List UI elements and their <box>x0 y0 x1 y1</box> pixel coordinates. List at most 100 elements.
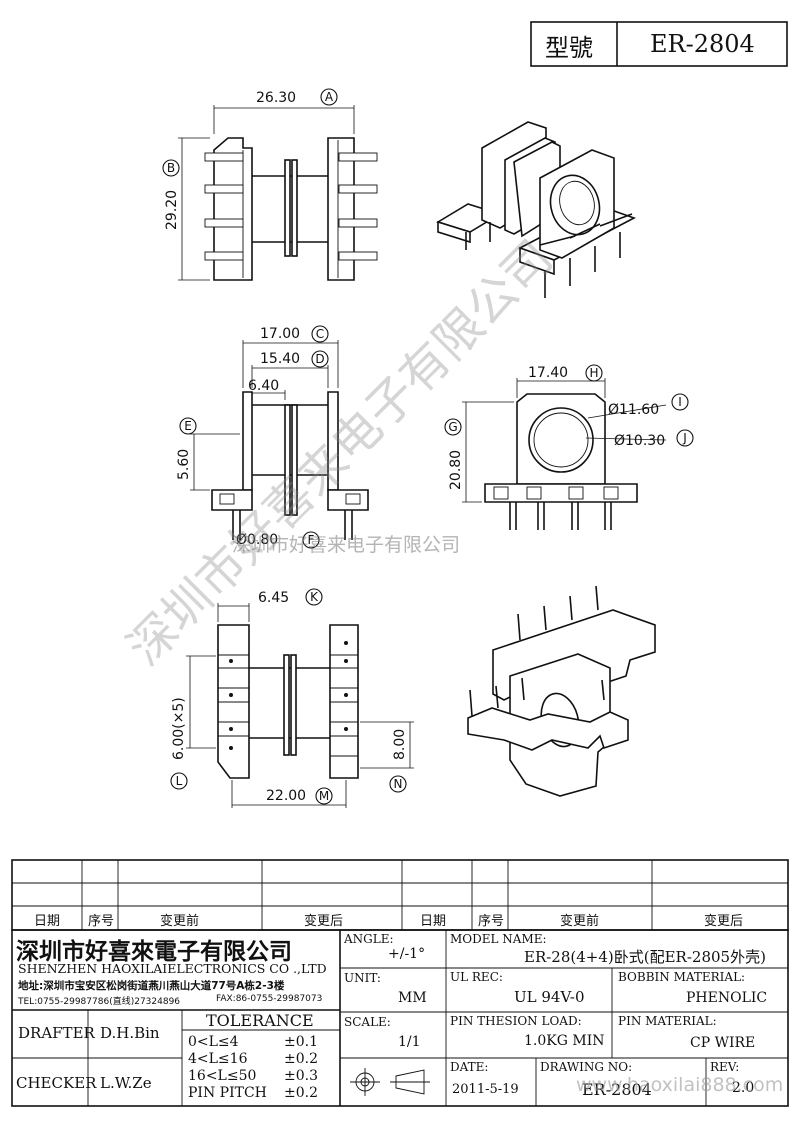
svg-text:G: G <box>448 420 457 434</box>
pin-load-label: PIN THESION LOAD: <box>450 1014 582 1028</box>
dimension-j: Ø10.30 <box>614 433 665 449</box>
angle-value: +/-1° <box>388 946 426 962</box>
pin-load-value: 1.0KG MIN <box>524 1033 605 1049</box>
marker-f: F <box>302 531 320 549</box>
front-view <box>190 340 369 540</box>
tolerance-range-4: PIN PITCH <box>188 1085 267 1101</box>
marker-n: N <box>389 775 407 793</box>
top-view <box>178 105 378 281</box>
dimension-f: Ø0.80 <box>236 532 278 548</box>
company-fax: FAX:86-0755-29987073 <box>216 994 323 1004</box>
dimension-m: 22.00 <box>266 788 306 804</box>
svg-text:I: I <box>678 395 682 409</box>
dimension-b: 29.20 <box>164 190 180 230</box>
rev-header-after-1: 变更后 <box>304 914 344 929</box>
checker-label: CHECKER <box>16 1074 97 1092</box>
marker-c: C <box>311 325 329 343</box>
marker-d: D <box>311 350 329 368</box>
scale-label: SCALE: <box>344 1015 391 1029</box>
dimension-inner: 6.40 <box>248 378 279 394</box>
svg-text:L: L <box>176 774 183 788</box>
bobbin-material-value: PHENOLIC <box>686 990 768 1006</box>
marker-m: M <box>315 787 333 805</box>
unit-label: UNIT: <box>344 971 381 985</box>
marker-g: G <box>444 418 462 436</box>
svg-text:E: E <box>184 419 192 433</box>
isometric-view-top <box>436 121 636 298</box>
checker-name: L.W.Ze <box>100 1074 152 1092</box>
svg-text:J: J <box>682 431 687 445</box>
tolerance-label: TOLERANCE <box>206 1011 314 1030</box>
bottom-view <box>186 603 414 808</box>
tolerance-value-3: ±0.3 <box>284 1068 318 1084</box>
watermark-small: 深圳市好喜来电子有限公司 <box>232 534 460 556</box>
date-value: 2011-5-19 <box>452 1082 519 1097</box>
marker-l: L <box>170 772 188 790</box>
drawing-no-label: DRAWING NO: <box>540 1060 633 1074</box>
company-tel: TEL:0755-29987786(直线)27324896 <box>18 997 181 1007</box>
model-value: ER-2804 <box>650 30 755 58</box>
dimension-k: 6.45 <box>258 590 289 606</box>
watermark-url: www.haoxilai888.com <box>576 1074 784 1096</box>
model-name-value: ER-28(4+4)卧式(配ER-2805外壳) <box>524 948 766 966</box>
tolerance-value-1: ±0.1 <box>284 1034 318 1050</box>
rev-header-before-2: 变更前 <box>560 914 600 929</box>
model-header-box <box>530 21 788 67</box>
ul-rec-label: UL REC: <box>450 970 503 984</box>
svg-text:B: B <box>167 161 175 175</box>
svg-text:H: H <box>589 366 598 380</box>
svg-text:D: D <box>315 352 324 366</box>
rev-label: REV: <box>710 1060 740 1074</box>
rev-value: 2.0 <box>732 1080 755 1096</box>
tolerance-value-4: ±0.2 <box>284 1085 318 1101</box>
dimension-d: 15.40 <box>260 351 300 367</box>
dimension-g: 20.80 <box>448 450 464 490</box>
projection-symbol <box>350 1068 430 1096</box>
company-address: 地址:深圳市宝安区松岗街道燕川燕山大道77号A栋2-3楼 <box>18 980 285 992</box>
ul-rec-value: UL 94V-0 <box>514 988 585 1006</box>
marker-e: E <box>179 417 197 435</box>
dimension-e: 5.60 <box>176 449 192 480</box>
title-block-frame <box>11 929 789 1107</box>
model-name-label: MODEL NAME: <box>450 932 547 946</box>
isometric-view-bottom <box>467 585 656 797</box>
svg-text:N: N <box>394 777 403 791</box>
marker-k: K <box>305 588 323 606</box>
date-label: DATE: <box>450 1060 489 1074</box>
dimension-l: 6.00(×5) <box>171 697 187 760</box>
drafter-label: DRAFTER <box>18 1024 95 1042</box>
drafter-name: D.H.Bin <box>100 1024 160 1042</box>
dimension-i: Ø11.60 <box>608 402 659 418</box>
marker-i: I <box>671 393 689 411</box>
tolerance-range-3: 16<L≤50 <box>188 1068 257 1084</box>
side-view <box>462 378 667 530</box>
rev-header-no-1: 序号 <box>88 914 115 929</box>
pin-material-value: CP WIRE <box>690 1035 756 1051</box>
marker-j: J <box>676 429 694 447</box>
rev-header-before-1: 变更前 <box>160 914 200 929</box>
svg-text:M: M <box>319 789 329 803</box>
marker-h: H <box>585 364 603 382</box>
rev-header-date-1: 日期 <box>34 914 61 929</box>
svg-text:A: A <box>325 90 334 104</box>
tolerance-range-2: 4<L≤16 <box>188 1051 248 1067</box>
angle-label: ANGLE: <box>344 932 394 946</box>
tolerance-value-2: ±0.2 <box>284 1051 318 1067</box>
rev-header-after-2: 变更后 <box>704 914 744 929</box>
pin-material-label: PIN MATERIAL: <box>618 1014 717 1028</box>
rev-header-date-2: 日期 <box>420 914 447 929</box>
dimension-n: 8.00 <box>392 729 408 760</box>
svg-text:C: C <box>316 327 324 341</box>
drawing-no-value: ER-2804 <box>582 1080 652 1099</box>
dimension-h: 17.40 <box>528 365 568 381</box>
company-name-en: SHENZHEN HAOXILAIELECTRONICS CO .,LTD <box>18 961 327 976</box>
tolerance-range-1: 0<L≤4 <box>188 1034 239 1050</box>
svg-text:K: K <box>310 590 319 604</box>
unit-value: MM <box>398 990 427 1006</box>
marker-b: B <box>162 159 180 177</box>
bobbin-material-label: BOBBIN MATERIAL: <box>618 970 746 984</box>
dimension-c: 17.00 <box>260 326 300 342</box>
dimension-a: 26.30 <box>256 90 296 106</box>
